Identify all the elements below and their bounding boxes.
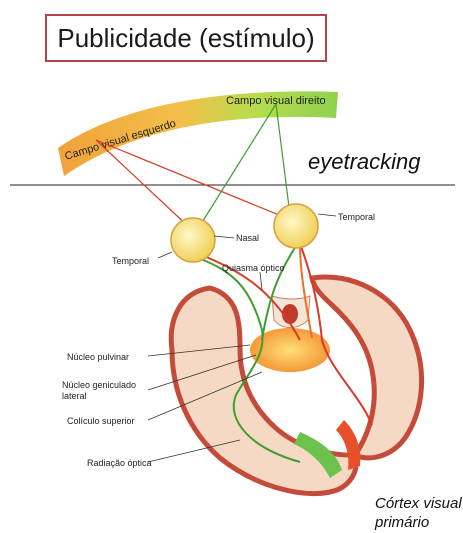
temporal-right-label: Temporal bbox=[338, 212, 375, 222]
cortex-label-line1: Córtex visual bbox=[375, 495, 462, 512]
radiation-label: Radiação óptica bbox=[87, 458, 152, 468]
lgn-label-line2: lateral bbox=[62, 391, 87, 401]
eyetracking-label: eyetracking bbox=[308, 149, 421, 174]
lgn-label-line1: Núcleo geniculado bbox=[62, 380, 136, 390]
chiasm-label: Quiasma óptico bbox=[222, 263, 285, 273]
right-eye bbox=[274, 204, 318, 248]
left-eye bbox=[171, 218, 215, 262]
nasal-label: Nasal bbox=[236, 233, 259, 243]
colliculus-label: Colículo superior bbox=[67, 416, 135, 426]
temporal-left-label: Temporal bbox=[112, 256, 149, 266]
pulvinar-label: Núcleo pulvinar bbox=[67, 352, 129, 362]
cortex-label-line2: primário bbox=[374, 514, 429, 531]
